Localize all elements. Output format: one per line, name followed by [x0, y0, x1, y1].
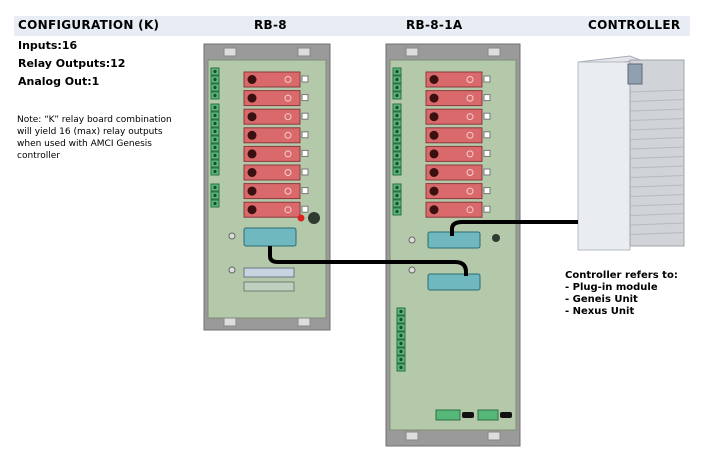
relay-icon: [243, 183, 301, 200]
relay-icon: [243, 108, 301, 125]
analog-terminal-icon: [396, 307, 406, 372]
relay-icon: [243, 201, 301, 218]
screw-icon: [228, 232, 236, 240]
cable-rb81a-to-controller: [450, 220, 578, 236]
relay-icon: [425, 201, 483, 218]
relay-icon: [425, 145, 483, 162]
bottom-terminals: [435, 409, 512, 421]
controller-header: CONTROLLER: [588, 18, 681, 32]
screw-icon: [408, 266, 416, 274]
rb81a-board: [385, 43, 521, 447]
relay-icon: [425, 71, 491, 218]
led-icon: [297, 214, 305, 222]
ribbon-cables: [268, 220, 578, 276]
indicator-icon: [308, 212, 320, 224]
cable-rb8-to-rb81a: [268, 246, 468, 276]
configuration-header: CONFIGURATION (K): [18, 18, 160, 32]
relay-icon: [425, 90, 483, 107]
controller-refers-title: Controller refers to:: [565, 270, 678, 281]
controller-refers-block: Controller refers to: - Plug-in module -…: [565, 270, 678, 318]
rb8-header: RB-8: [254, 18, 287, 32]
screw-icon: [408, 236, 416, 244]
spec-inputs: Inputs:16: [18, 39, 78, 52]
controller-refers-item: - Plug-in module: [565, 282, 658, 293]
rb81a-header: RB-8-1A: [406, 18, 463, 32]
relay-icon: [243, 164, 301, 181]
header-pins-icon: [243, 267, 295, 278]
controller-refers-item: - Nexus Unit: [565, 306, 635, 317]
terminal-block-icon: [392, 67, 402, 216]
note-text: Note: “K” relay board combination will y…: [17, 115, 172, 161]
ribbon-connector-icon: [427, 273, 481, 291]
spec-relay-outputs: Relay Outputs:12: [18, 57, 126, 70]
ribbon-connector-icon: [243, 227, 297, 247]
controller-module-icon: [577, 55, 685, 251]
relay-icon: [243, 145, 301, 162]
relay-icon: [425, 108, 483, 125]
relay-icon: [243, 127, 301, 144]
relay-icon: [425, 127, 483, 144]
relay-icon: [243, 90, 301, 107]
rb8-board: [203, 43, 331, 331]
relay-icon: [425, 164, 483, 181]
header-bar: [14, 16, 690, 36]
relay-icon: [243, 71, 309, 218]
terminal-block-icon: [210, 67, 220, 208]
relay-icon: [425, 183, 483, 200]
relay-icon: [243, 71, 301, 88]
screw-icon: [228, 266, 236, 274]
controller-refers-item: - Geneis Unit: [565, 294, 638, 305]
spec-analog-out: Analog Out:1: [18, 75, 100, 88]
relay-icon: [425, 71, 483, 88]
